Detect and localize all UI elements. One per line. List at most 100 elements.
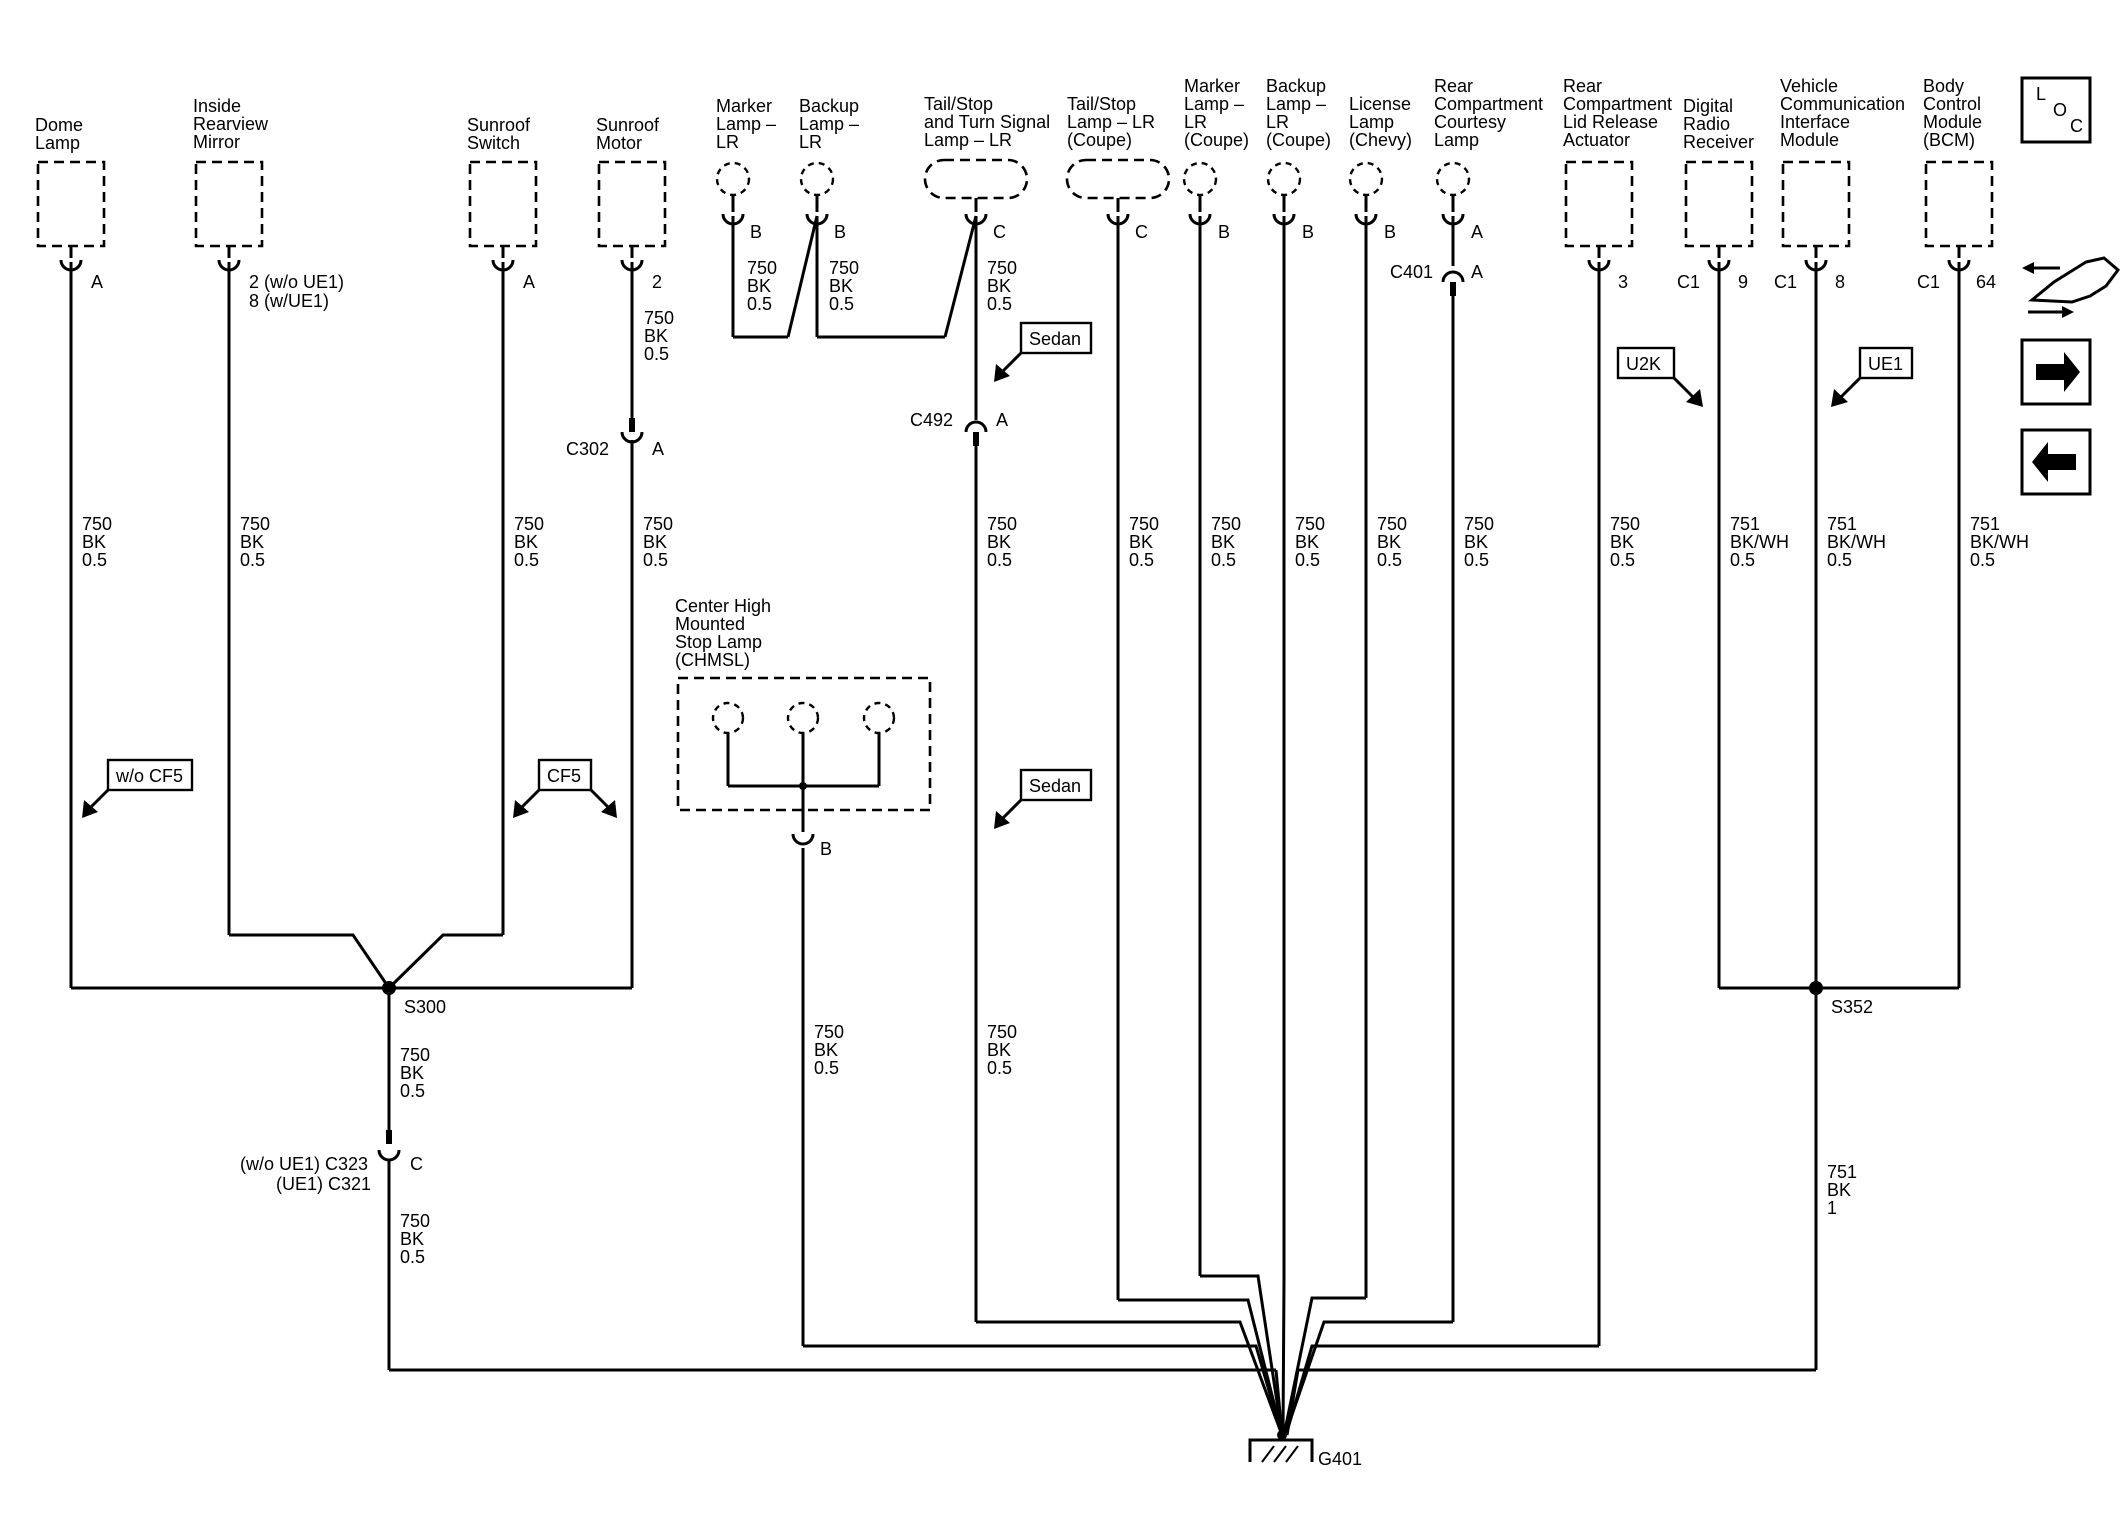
arrow-right-icon[interactable] <box>2020 338 2092 406</box>
label-license-lamp: License Lamp (Chevy) <box>1349 94 1412 150</box>
svg-text:0.5: 0.5 <box>1970 550 1995 570</box>
component-stems <box>69 195 1961 258</box>
svg-text:A: A <box>523 272 535 292</box>
backup-lamp-bulb-icon <box>799 161 835 197</box>
label-tail-stop-turn: Tail/Stop and Turn Signal Lamp – LR <box>924 94 1050 150</box>
svg-text:Compartment: Compartment <box>1434 94 1543 114</box>
splice-s300: S300 <box>382 981 446 1017</box>
svg-text:BK: BK <box>1211 532 1235 552</box>
svg-text:0.5: 0.5 <box>1129 550 1154 570</box>
svg-text:9: 9 <box>1738 272 1748 292</box>
label-tail-stop-coupe: Tail/Stop Lamp – LR (Coupe) <box>1067 94 1155 150</box>
sunroof-motor-box <box>597 160 667 248</box>
label-sunroof-switch: Sunroof Switch <box>467 115 531 153</box>
svg-text:C1: C1 <box>1774 272 1797 292</box>
svg-text:0.5: 0.5 <box>1211 550 1236 570</box>
connector-c323: (w/o UE1) C323 (UE1) C321 C <box>240 1130 423 1194</box>
arrow-left-icon[interactable] <box>2020 428 2092 496</box>
svg-text:BK: BK <box>1827 1180 1851 1200</box>
svg-text:751: 751 <box>1827 1162 1857 1182</box>
inside-mirror-box <box>194 160 264 248</box>
tag-wo-cf5: w/o CF5 <box>82 758 194 818</box>
svg-text:0.5: 0.5 <box>987 1058 1012 1078</box>
svg-text:Compartment: Compartment <box>1563 94 1672 114</box>
svg-text:A: A <box>652 439 664 459</box>
svg-text:Lamp: Lamp <box>1434 130 1479 150</box>
svg-text:(UE1) C321: (UE1) C321 <box>276 1174 371 1194</box>
svg-text:1: 1 <box>1827 1198 1837 1218</box>
tag-sedan-upper: Sedan <box>994 321 1093 382</box>
svg-text:Sedan: Sedan <box>1029 329 1081 349</box>
svg-text:Lamp –: Lamp – <box>716 114 776 134</box>
backup-coupe-bulb-icon <box>1266 161 1302 197</box>
svg-text:750: 750 <box>814 1022 844 1042</box>
svg-text:(w/o UE1) C323: (w/o UE1) C323 <box>240 1154 368 1174</box>
courtesy-lamp-bulb-icon <box>1435 161 1471 197</box>
svg-text:2 (w/o UE1): 2 (w/o UE1) <box>249 272 344 292</box>
bcm-box <box>1924 160 1994 248</box>
svg-text:Radio: Radio <box>1683 114 1730 134</box>
svg-text:(Coupe): (Coupe) <box>1266 130 1331 150</box>
svg-text:Tail/Stop: Tail/Stop <box>1067 94 1136 114</box>
svg-text:Switch: Switch <box>467 133 520 153</box>
loc-button[interactable]: L O C <box>2020 76 2092 144</box>
svg-text:BK: BK <box>987 532 1011 552</box>
svg-text:Body: Body <box>1923 76 1964 96</box>
label-sunroof-motor: Sunroof Motor <box>596 115 660 153</box>
splice-s352: S352 <box>1809 981 1873 1017</box>
svg-text:(Coupe): (Coupe) <box>1184 130 1249 150</box>
connector-c492: C492 A <box>910 410 1008 446</box>
svg-text:0.5: 0.5 <box>400 1247 425 1267</box>
tag-ue1: UE1 <box>1831 346 1914 407</box>
svg-text:Lamp –: Lamp – <box>1184 94 1244 114</box>
svg-text:B: B <box>1218 222 1230 242</box>
svg-text:0.5: 0.5 <box>643 550 668 570</box>
svg-text:Backup: Backup <box>799 96 859 116</box>
label-rear-courtesy-lamp: Rear Compartment Courtesy Lamp <box>1434 76 1543 150</box>
svg-text:Lamp – LR: Lamp – LR <box>924 130 1012 150</box>
svg-text:BK/WH: BK/WH <box>1827 532 1886 552</box>
label-rear-lid-actuator: Rear Compartment Lid Release Actuator <box>1563 76 1672 150</box>
svg-text:B: B <box>1384 222 1396 242</box>
svg-text:Tail/Stop: Tail/Stop <box>924 94 993 114</box>
tag-cf5: CF5 <box>513 758 617 818</box>
svg-text:Lamp: Lamp <box>35 133 80 153</box>
svg-text:BK: BK <box>400 1063 424 1083</box>
svg-text:8 (w/UE1): 8 (w/UE1) <box>249 291 329 311</box>
svg-text:Vehicle: Vehicle <box>1780 76 1838 96</box>
svg-text:750: 750 <box>643 514 673 534</box>
marker-lamp-bulb-icon <box>715 161 751 197</box>
svg-text:0.5: 0.5 <box>987 550 1012 570</box>
svg-text:C401: C401 <box>1390 262 1433 282</box>
svg-text:Courtesy: Courtesy <box>1434 112 1506 132</box>
svg-text:(Chevy): (Chevy) <box>1349 130 1412 150</box>
digital-radio-box <box>1684 160 1754 248</box>
svg-text:Sedan: Sedan <box>1029 776 1081 796</box>
car-icon[interactable] <box>2022 256 2121 318</box>
label-dome-lamp: Dome Lamp <box>35 115 83 153</box>
svg-text:0.5: 0.5 <box>400 1081 425 1101</box>
svg-text:BK: BK <box>1464 532 1488 552</box>
svg-text:Actuator: Actuator <box>1563 130 1630 150</box>
svg-text:Dome: Dome <box>35 115 83 135</box>
svg-text:3: 3 <box>1618 272 1628 292</box>
svg-text:BK: BK <box>747 276 771 296</box>
svg-text:Backup: Backup <box>1266 76 1326 96</box>
svg-text:License: License <box>1349 94 1411 114</box>
svg-text:BK: BK <box>514 532 538 552</box>
svg-text:BK: BK <box>1610 532 1634 552</box>
svg-text:S300: S300 <box>404 997 446 1017</box>
svg-text:0.5: 0.5 <box>829 294 854 314</box>
svg-text:C: C <box>993 222 1006 242</box>
svg-text:O: O <box>2053 100 2067 120</box>
svg-text:C1: C1 <box>1917 272 1940 292</box>
wires <box>69 215 1961 1436</box>
license-lamp-bulb-icon <box>1348 161 1384 197</box>
sunroof-switch-box <box>468 160 538 248</box>
svg-text:BK: BK <box>987 276 1011 296</box>
svg-text:BK: BK <box>814 1040 838 1060</box>
svg-text:BK/WH: BK/WH <box>1970 532 2029 552</box>
svg-text:750: 750 <box>987 258 1017 278</box>
svg-text:750: 750 <box>1464 514 1494 534</box>
label-inside-mirror: Inside Rearview Mirror <box>193 96 269 152</box>
